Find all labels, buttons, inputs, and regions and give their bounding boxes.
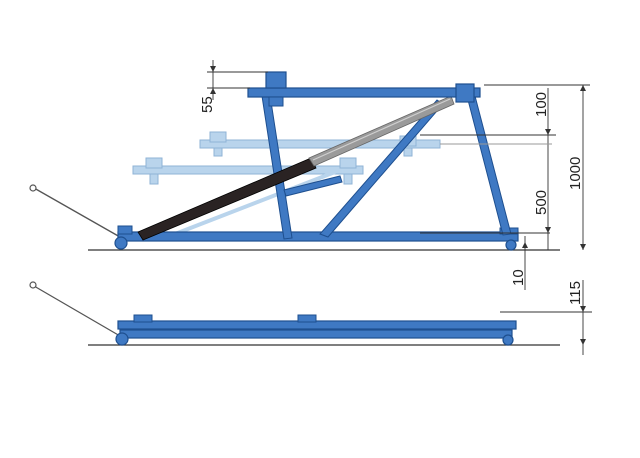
base-end-block-left — [117, 225, 133, 235]
wheel-right-upper — [505, 239, 517, 251]
collapsed-clamp-mid — [297, 314, 317, 323]
collapsed-frame-bottom — [119, 329, 513, 339]
base-frame — [117, 231, 519, 242]
dim-label-10: 10 — [510, 269, 527, 286]
wheel-left-upper — [114, 236, 128, 250]
collapsed-view — [29, 281, 560, 346]
dim-label-100: 100 — [533, 92, 550, 117]
dim-label-115: 115 — [567, 281, 584, 305]
top-clamp-left-lower — [268, 96, 284, 107]
dim-label-1000: 1000 — [567, 157, 584, 190]
top-platform — [247, 87, 481, 98]
collapsed-clamp-left — [133, 314, 153, 323]
gas-spring-cylinder — [137, 157, 317, 241]
ghost-position-low — [132, 157, 364, 185]
wheel-left-lower — [115, 332, 129, 346]
dimension-arrows — [210, 66, 586, 345]
handle-bar-upper — [33, 187, 121, 238]
handle-knob-upper — [29, 184, 37, 192]
collapsed-frame-top — [117, 320, 517, 330]
handle-knob-lower — [29, 281, 37, 289]
raised-view — [29, 71, 560, 251]
ghost-strut — [174, 170, 336, 236]
top-clamp-left — [265, 71, 287, 89]
dim-label-55: 55 — [199, 96, 216, 113]
dim-label-500: 500 — [533, 190, 550, 215]
gas-spring-rod-highlight — [312, 98, 451, 161]
top-clamp-right — [455, 83, 475, 103]
wheel-right-lower — [502, 334, 514, 346]
handle-bar-lower — [33, 285, 121, 337]
scissor-legs — [261, 94, 512, 240]
